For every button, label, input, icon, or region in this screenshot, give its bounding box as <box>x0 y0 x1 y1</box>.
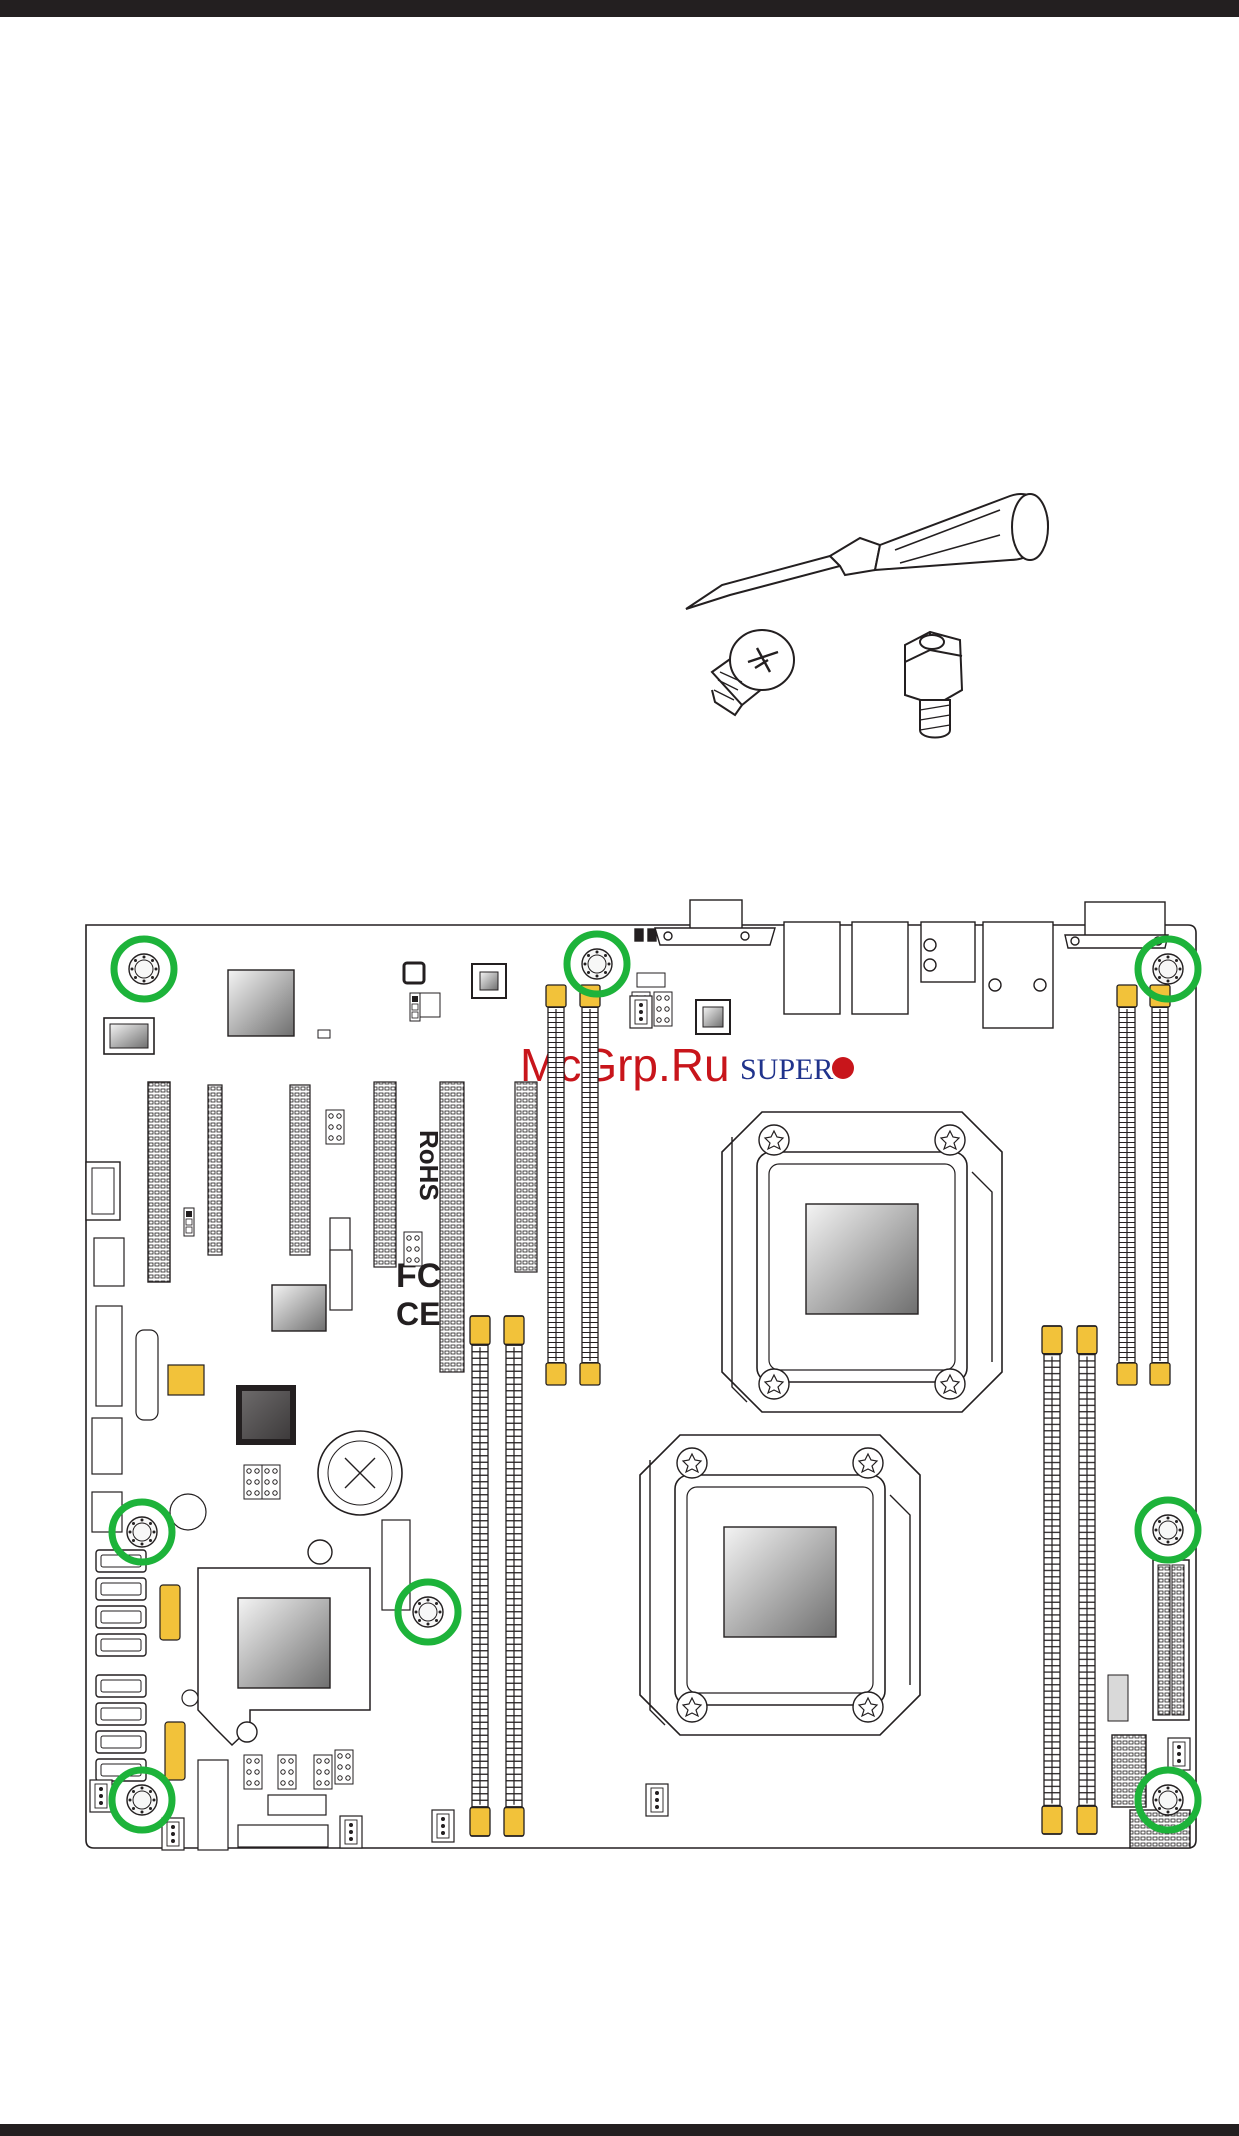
screw-icon <box>712 630 794 715</box>
cpu-socket-1 <box>722 1112 1002 1412</box>
brand-logo-dot <box>832 1057 854 1079</box>
ce-mark: CE <box>396 1296 440 1332</box>
cpu-socket-2 <box>640 1435 920 1735</box>
standoff-icon <box>905 632 962 738</box>
bottom-rule <box>0 2124 1239 2136</box>
atx-power-connector <box>1153 1560 1189 1720</box>
brand-logo: SUPER <box>740 1053 833 1086</box>
screwdriver-icon <box>686 494 1048 609</box>
